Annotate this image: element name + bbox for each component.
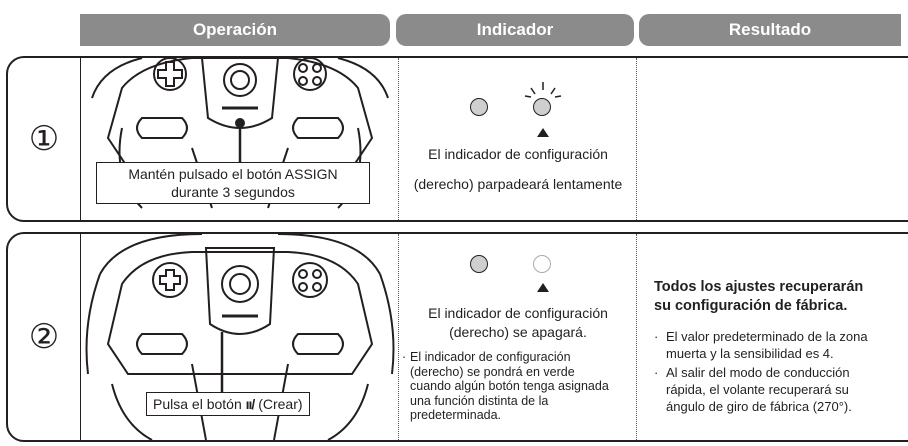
indicator-line1: El indicador de configuración — [428, 305, 608, 321]
step-number: ② — [28, 317, 60, 357]
indicator-line1: El indicador de configuración — [428, 146, 608, 162]
indicator-description: El indicador de configuración (derecho) … — [402, 304, 634, 342]
triangle-pointer-icon — [537, 128, 549, 137]
result-note-line: rápida, el volante recuperará su — [666, 382, 849, 397]
indicator-led-icon — [470, 98, 488, 116]
result-note: · Al salir del modo de conducción rápida… — [654, 364, 904, 415]
blink-rays-icon — [524, 82, 562, 98]
indicator-note-line: El indicador de configuración — [410, 350, 571, 364]
result-note-line: ángulo de giro de fábrica (270°). — [666, 399, 852, 414]
bullet-dot: · — [654, 329, 659, 344]
result-title-line1: Todos los ajustes recuperarán — [654, 279, 864, 295]
result-note: · El valor predeterminado de la zona mue… — [654, 328, 904, 362]
result-title: Todos los ajustes recuperarán su configu… — [654, 278, 863, 316]
operation-callout: Pulsa el botón ıı/ (Crear) — [146, 392, 310, 416]
result-note-line: El valor predeterminado de la zona — [666, 329, 868, 344]
header-result: Resultado — [639, 14, 901, 46]
operation-callout-text: Pulsa el botón — [153, 396, 242, 412]
step-row-2: ② Pulsa el botón ıı/ (Crear) — [6, 232, 908, 442]
step-number-cell: ② — [8, 234, 81, 440]
indicator-led-icon — [533, 98, 551, 116]
indicator-note-line: una función distinta de la — [410, 393, 549, 408]
operation-callout-line2: durante 3 segundos — [171, 184, 295, 200]
steering-wheel-illustration: Pulsa el botón ıı/ (Crear) — [82, 234, 398, 440]
triangle-pointer-icon — [537, 283, 549, 292]
step-row-1: ① Mantén pulsado el botón ASSIGN durante… — [6, 56, 908, 222]
step-number-cell: ① — [8, 58, 81, 220]
header-indicator: Indicador — [396, 14, 634, 46]
result-title-line2: su configuración de fábrica. — [654, 298, 848, 314]
indicator-note-line: (derecho) se pondrá en verde — [410, 364, 575, 379]
column-divider — [398, 58, 399, 220]
steering-wheel-illustration: Mantén pulsado el botón ASSIGN durante 3… — [82, 58, 398, 220]
operation-callout: Mantén pulsado el botón ASSIGN durante 3… — [96, 162, 370, 204]
indicator-led-icon — [533, 255, 551, 273]
indicator-line2: (derecho) parpadeará lentamente — [413, 176, 623, 192]
bullet-dot: · — [402, 350, 407, 364]
column-divider — [636, 234, 637, 440]
header-operation: Operación — [0, 14, 390, 46]
create-button-icon: ıı/ — [245, 396, 256, 412]
indicator-line2: (derecho) se apagará. — [449, 324, 587, 340]
operation-callout-suffix: (Crear) — [258, 396, 303, 412]
bullet-dot: · — [654, 365, 659, 380]
indicator-note-line: predeterminada. — [410, 408, 502, 422]
indicator-note: · El indicador de configuración (derecho… — [402, 350, 634, 423]
result-note-line: muerta y la sensibilidad es 4. — [666, 346, 834, 361]
operation-callout-line1: Mantén pulsado el botón ASSIGN — [128, 166, 338, 182]
indicator-led-icon — [470, 255, 488, 273]
column-divider — [636, 58, 637, 220]
indicator-note-line: cuando algún botón tenga asignada — [410, 379, 609, 393]
step-number: ① — [28, 119, 60, 159]
result-note-line: Al salir del modo de conducción — [666, 365, 850, 380]
indicator-description: El indicador de configuración (derecho) … — [402, 146, 634, 192]
column-divider — [398, 234, 399, 440]
